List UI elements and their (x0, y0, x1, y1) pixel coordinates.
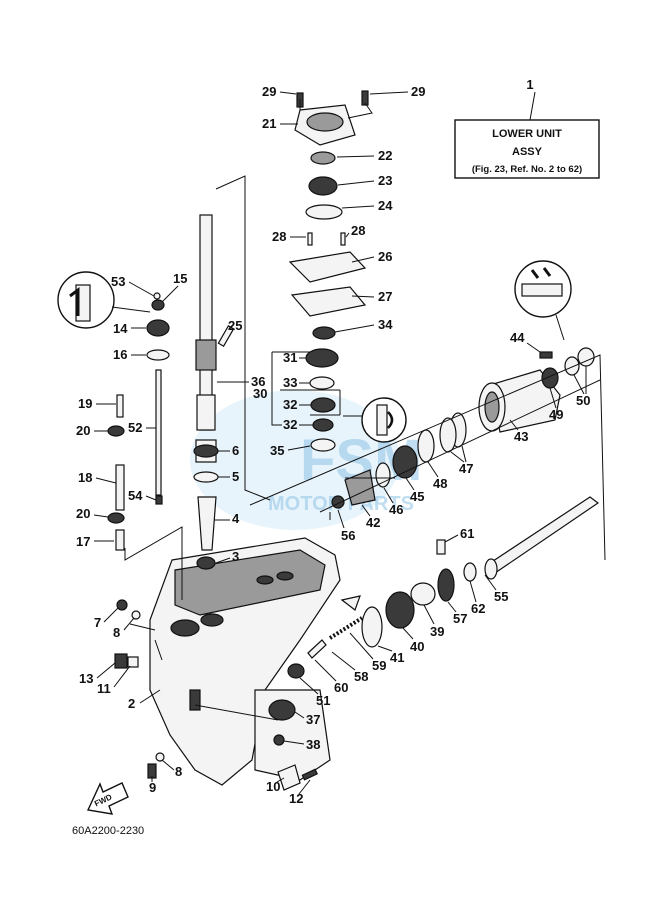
callout-61: 61 (460, 526, 474, 541)
callout-42: 42 (366, 515, 380, 530)
callout-41: 41 (390, 650, 404, 665)
callout-8-upper: 8 (113, 625, 120, 640)
callout-15: 15 (173, 271, 187, 286)
callout-20-upper: 20 (76, 423, 90, 438)
callout-9: 9 (149, 780, 156, 795)
callout-17: 17 (76, 534, 90, 549)
callout-27: 27 (378, 289, 392, 304)
callout-18: 18 (78, 470, 92, 485)
callout-8-lower: 8 (175, 764, 182, 779)
callout-14: 14 (113, 321, 128, 336)
callout-11: 11 (97, 681, 111, 696)
shift-rod-parts (107, 292, 170, 551)
diagram-code: 60A2200-2230 (72, 825, 144, 837)
watermark: FSM MOTOR PARTS (190, 390, 422, 530)
callout-12: 12 (289, 791, 303, 806)
callout-40: 40 (410, 639, 424, 654)
callout-45: 45 (410, 489, 424, 504)
detail-circle-left (57, 271, 151, 329)
callout-55: 55 (494, 589, 508, 604)
callout-16: 16 (113, 347, 127, 362)
callout-59: 59 (372, 658, 386, 673)
callout-22: 22 (378, 148, 392, 163)
assy-label-box: LOWER UNIT ASSY (Fig. 23, Ref. No. 2 to … (454, 77, 600, 179)
bracket-lines (124, 99, 606, 721)
callout-56: 56 (341, 528, 355, 543)
callout-53: 53 (111, 274, 125, 289)
callout-47: 47 (459, 461, 473, 476)
callout-39: 39 (430, 624, 444, 639)
propeller-shaft (268, 496, 600, 746)
callout-13: 13 (79, 671, 93, 686)
callout-60: 60 (334, 680, 348, 695)
callout-23: 23 (378, 173, 392, 188)
detail-circle-middle (343, 397, 407, 443)
callout-7: 7 (94, 615, 101, 630)
callout-29-right: 29 (411, 84, 425, 99)
callout-5: 5 (232, 469, 239, 484)
callout-43: 43 (514, 429, 528, 444)
callout-37: 37 (306, 712, 320, 727)
callout-labels: 2 3 4 5 6 7 8 8 9 10 11 12 13 14 15 16 1… (76, 84, 590, 806)
callout-20-lower: 20 (76, 506, 90, 521)
callout-38: 38 (306, 737, 320, 752)
assy-title: LOWER UNIT (492, 128, 562, 140)
callout-28-right: 28 (351, 223, 365, 238)
callout-21: 21 (262, 116, 276, 131)
callout-6: 6 (232, 443, 239, 458)
housing-fasteners (114, 325, 361, 791)
callout-3: 3 (232, 549, 239, 564)
callout-2: 2 (128, 696, 135, 711)
assy-reference: (Fig. 23, Ref. No. 2 to 62) (472, 164, 582, 175)
callout-32-upper: 32 (283, 397, 297, 412)
callout-10: 10 (266, 779, 280, 794)
callout-29-left: 29 (262, 84, 276, 99)
callout-30: 30 (253, 386, 267, 401)
callout-33: 33 (283, 375, 297, 390)
callout-31: 31 (283, 350, 297, 365)
water-pump-assembly (288, 90, 369, 452)
callout-19: 19 (78, 396, 92, 411)
callout-54: 54 (128, 488, 143, 503)
callout-1: 1 (526, 77, 533, 92)
callout-34: 34 (378, 317, 393, 332)
callout-50: 50 (576, 393, 590, 408)
callout-46: 46 (389, 502, 403, 517)
callout-44: 44 (510, 330, 525, 345)
callout-57: 57 (453, 611, 467, 626)
callout-35: 35 (270, 443, 284, 458)
callout-28-left: 28 (272, 229, 286, 244)
drive-shaft (193, 214, 219, 570)
callout-49: 49 (549, 407, 563, 422)
callout-52: 52 (128, 420, 142, 435)
assy-subtitle: ASSY (512, 146, 543, 158)
callout-62: 62 (471, 601, 485, 616)
detail-circle-right (514, 260, 572, 341)
callout-32-lower: 32 (283, 417, 297, 432)
callout-4: 4 (232, 511, 240, 526)
callout-24: 24 (378, 198, 393, 213)
callout-48: 48 (433, 476, 447, 491)
callout-25: 25 (228, 318, 242, 333)
callout-26: 26 (378, 249, 392, 264)
callout-58: 58 (354, 669, 368, 684)
forward-direction-arrow: FWD (86, 782, 129, 815)
callout-36: 36 (251, 374, 265, 389)
callout-51: 51 (316, 693, 330, 708)
